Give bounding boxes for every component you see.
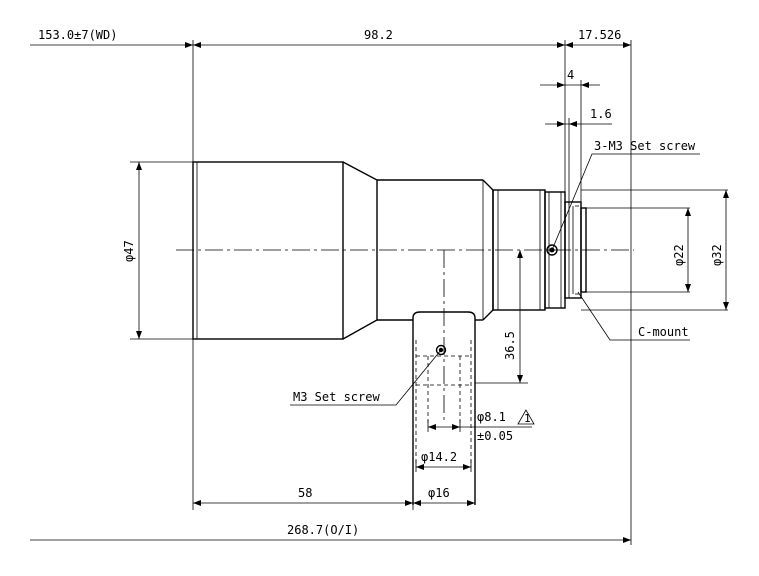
dim-port-outer-diameter: φ16	[428, 486, 450, 500]
dim-mount-step: 4	[567, 68, 574, 82]
dim-flange: 17.526	[578, 28, 621, 42]
dimension-lines	[30, 42, 729, 543]
label-3-m3-set-screw: 3-M3 Set screw	[594, 139, 696, 153]
dim-port-bore-tolerance: ±0.05	[477, 429, 513, 443]
lens-body	[192, 161, 587, 340]
label-c-mount: C-mount	[638, 325, 689, 339]
note-triangle-icon	[517, 409, 535, 425]
dim-port-offset: 36.5	[503, 331, 517, 360]
dim-front-diameter: φ47	[122, 240, 136, 262]
light-port	[412, 311, 476, 505]
leader-lines	[290, 153, 700, 406]
front-barrel	[192, 161, 344, 340]
note-number: 1	[524, 412, 531, 425]
label-m3-set-screw: M3 Set screw	[293, 390, 380, 404]
extension-lines	[130, 40, 728, 545]
dim-rear-inner-diameter: φ22	[672, 244, 686, 266]
dim-total-length: 268.7(O/I)	[287, 523, 359, 537]
m3-set-screw-hole	[435, 344, 447, 356]
dim-body-length: 98.2	[364, 28, 393, 42]
dim-working-distance: 153.0±7(WD)	[38, 28, 117, 42]
dim-port-bore: φ8.1	[477, 410, 506, 424]
dim-mount-lip: 1.6	[590, 107, 612, 121]
dim-rear-outer-diameter: φ32	[710, 244, 724, 266]
taper-section	[342, 161, 378, 340]
dim-port-inner-diameter: φ14.2	[421, 450, 457, 464]
dim-front-to-port: 58	[298, 486, 312, 500]
